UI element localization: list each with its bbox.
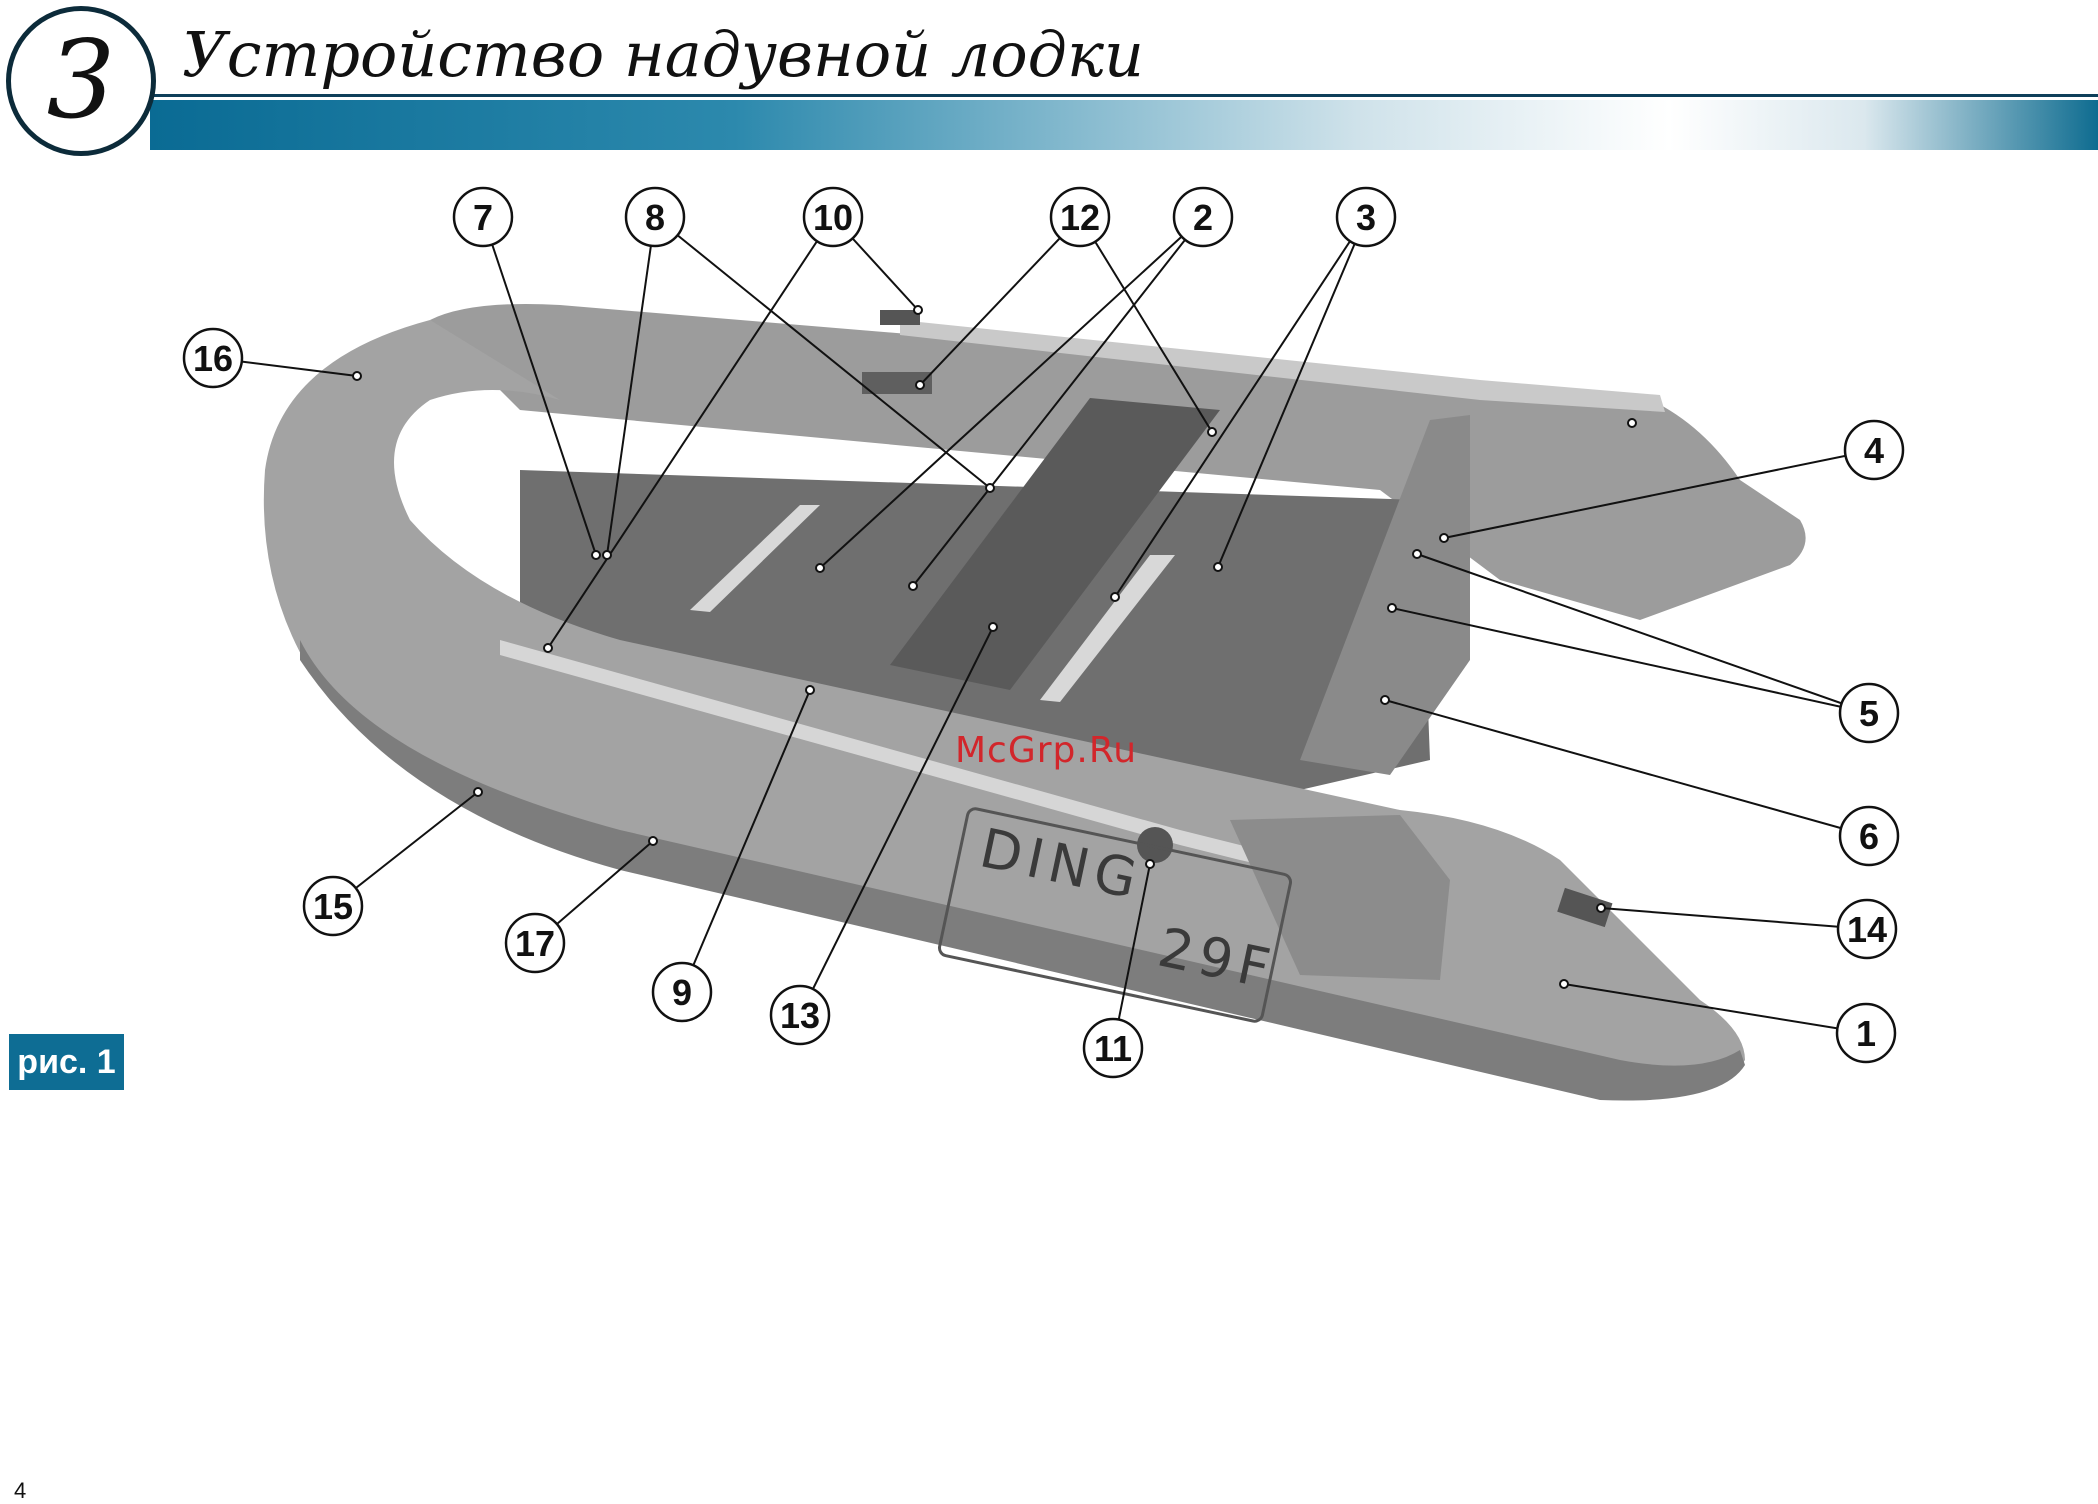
callout-17: 17	[506, 914, 564, 972]
callout-11: 11	[1084, 1019, 1142, 1077]
page-number: 4	[14, 1478, 26, 1504]
svg-text:1: 1	[1856, 1013, 1876, 1054]
svg-text:8: 8	[645, 197, 665, 238]
callout-10: 10	[804, 188, 862, 246]
svg-text:13: 13	[780, 995, 820, 1036]
callout-12: 12	[1051, 188, 1109, 246]
svg-text:16: 16	[193, 338, 233, 379]
callout-4: 4	[1845, 421, 1903, 479]
callout-5: 5	[1840, 684, 1898, 742]
svg-text:4: 4	[1864, 430, 1884, 471]
svg-text:2: 2	[1193, 197, 1213, 238]
callout-15: 15	[304, 877, 362, 935]
boat-illustration: DING 29F	[264, 304, 1806, 1101]
watermark: McGrp.Ru	[955, 730, 1137, 771]
callout-2: 2	[1174, 188, 1232, 246]
callout-3: 3	[1337, 188, 1395, 246]
svg-text:3: 3	[1356, 197, 1376, 238]
svg-text:9: 9	[672, 972, 692, 1013]
svg-text:6: 6	[1859, 816, 1879, 857]
svg-text:12: 12	[1060, 197, 1100, 238]
callout-7: 7	[454, 188, 512, 246]
callout-1: 1	[1837, 1004, 1895, 1062]
svg-text:10: 10	[813, 197, 853, 238]
svg-text:14: 14	[1847, 909, 1887, 950]
callout-8: 8	[626, 188, 684, 246]
callout-16: 16	[184, 329, 242, 387]
svg-text:15: 15	[313, 886, 353, 927]
callout-13: 13	[771, 986, 829, 1044]
callout-9: 9	[653, 963, 711, 1021]
svg-text:7: 7	[473, 197, 493, 238]
callout-6: 6	[1840, 807, 1898, 865]
svg-text:5: 5	[1859, 693, 1879, 734]
figure-label: рис. 1	[9, 1034, 124, 1090]
svg-text:17: 17	[515, 923, 555, 964]
callout-14: 14	[1838, 900, 1896, 958]
svg-text:11: 11	[1094, 1028, 1132, 1069]
